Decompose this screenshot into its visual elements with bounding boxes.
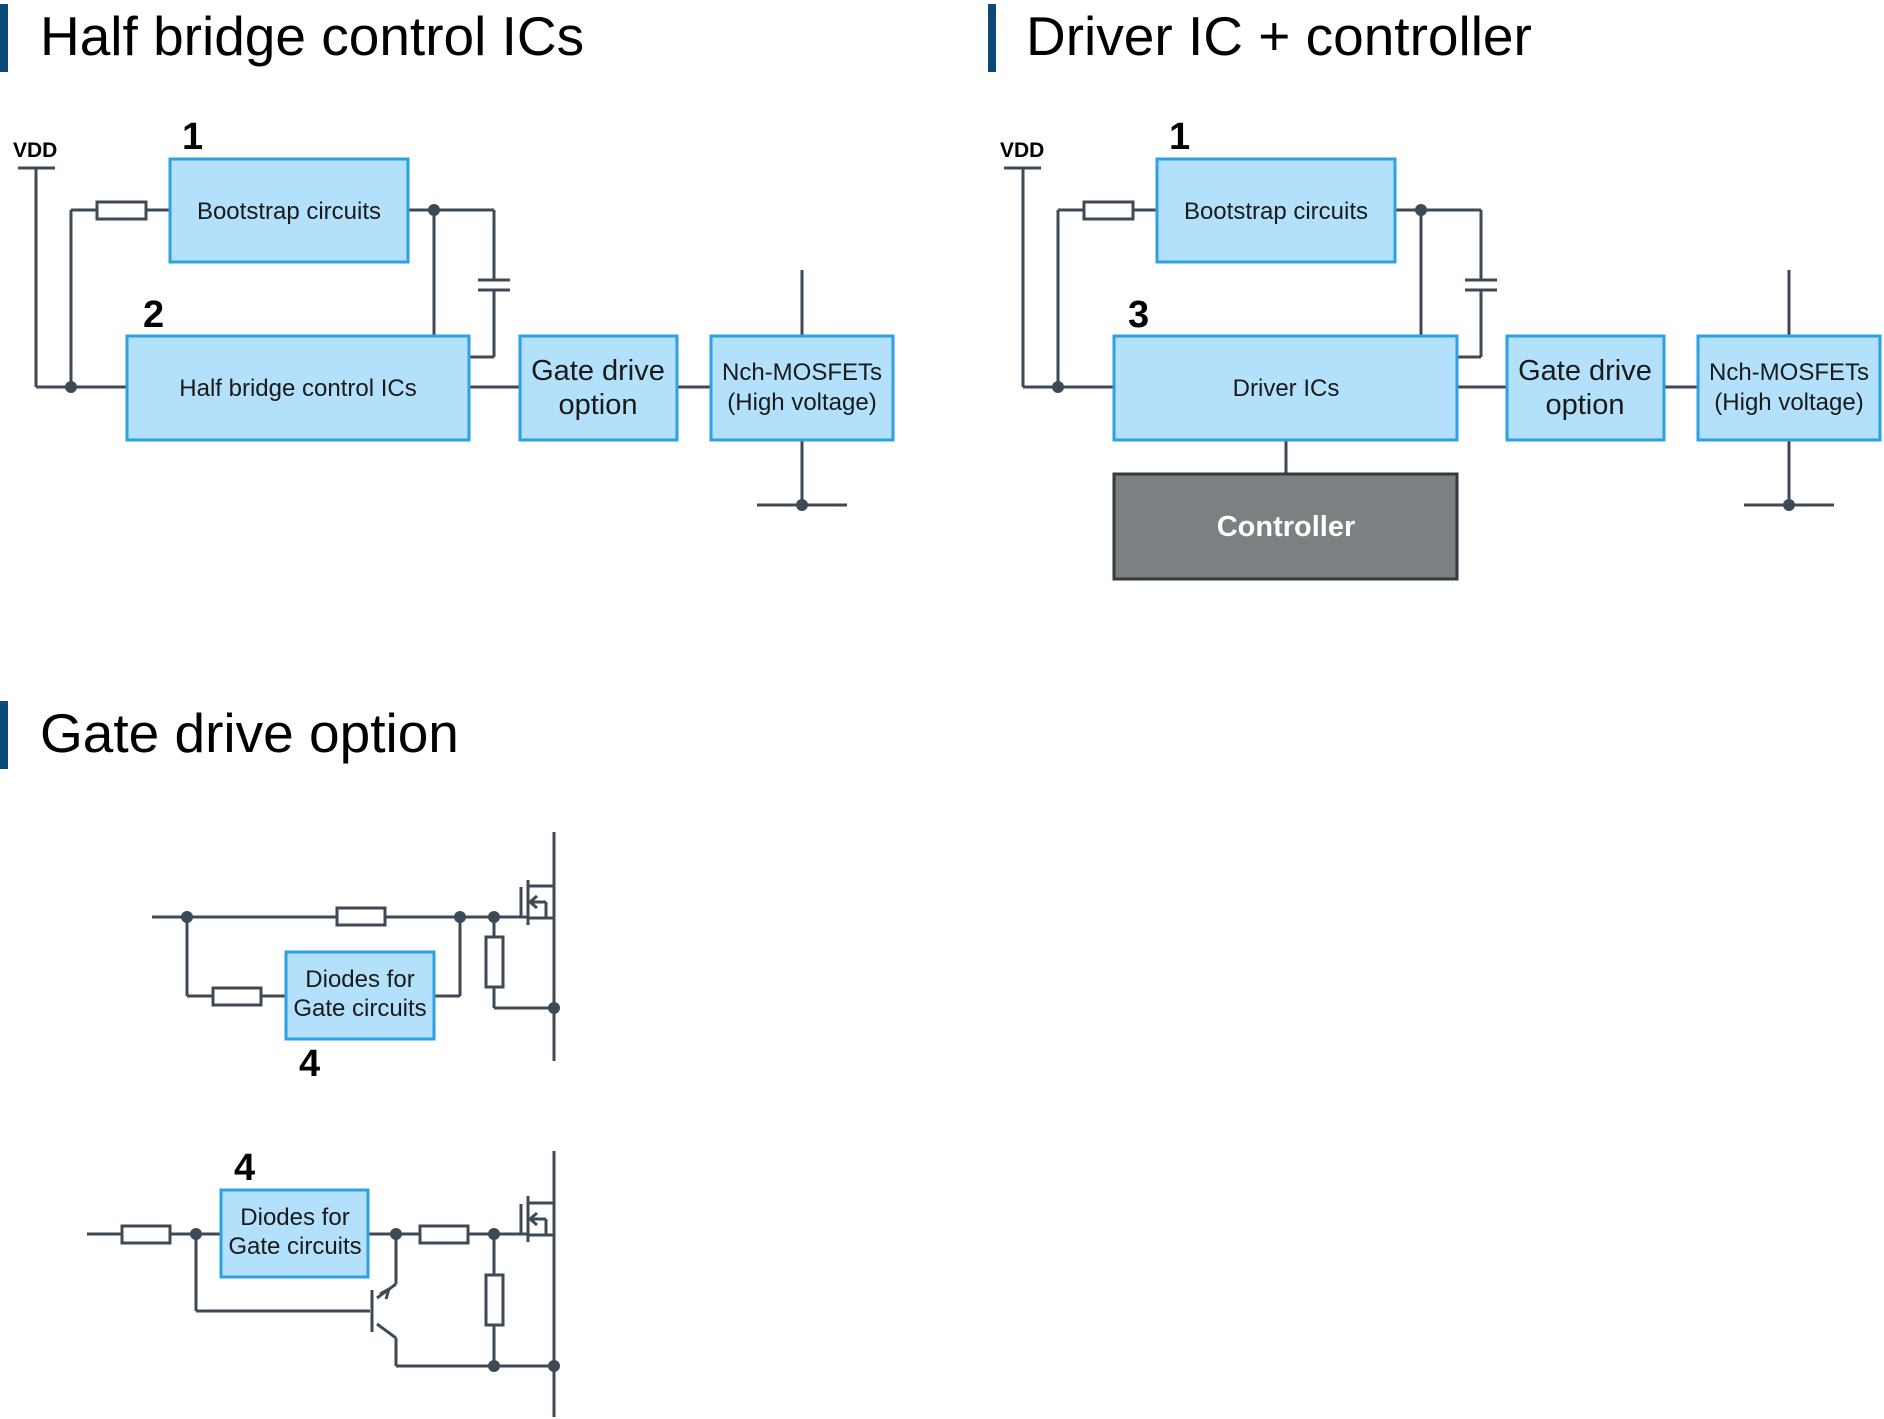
diodes-label-line1: Diodes for <box>305 966 414 993</box>
diodes-label-line2: Gate circuits <box>228 1233 361 1260</box>
mosfet-label-line2: (High voltage) <box>1714 389 1863 416</box>
half-bridge-ic-block: Half bridge control ICs <box>125 334 471 442</box>
bootstrap-block: Bootstrap circuits <box>168 157 410 264</box>
mosfet-label-line2: (High voltage) <box>727 389 876 416</box>
label-1: 1 <box>1169 116 1190 158</box>
junction-dot <box>190 1228 202 1240</box>
junction-dot <box>428 204 440 216</box>
junction-dot <box>1052 381 1064 393</box>
gate-circuit-1: Diodes for Gate circuits 4 <box>152 832 560 1085</box>
wires <box>18 166 847 507</box>
junction-dot <box>390 1228 402 1240</box>
diodes-label-line2: Gate circuits <box>293 995 426 1022</box>
diodes-block: Diodes for Gate circuits <box>219 1188 370 1279</box>
junction-dot <box>488 1228 500 1240</box>
gate-drive-label-line2: option <box>1545 389 1624 421</box>
nch-mosfet-block: Nch-MOSFETs (High voltage) <box>709 334 895 442</box>
diodes-label-line1: Diodes for <box>240 1204 349 1231</box>
junction-dot <box>488 1360 500 1372</box>
junction-dot <box>548 1360 560 1372</box>
half-bridge-ic-label: Half bridge control ICs <box>179 375 416 402</box>
label-1: 1 <box>182 116 203 158</box>
vdd-label: VDD <box>1000 139 1044 162</box>
controller-label: Controller <box>1217 511 1356 543</box>
driver-ic-label: Driver ICs <box>1233 375 1340 402</box>
resistor-icon <box>120 1224 172 1245</box>
label-4: 4 <box>299 1043 320 1085</box>
resistor-icon <box>484 1273 505 1327</box>
junction-dot <box>65 381 77 393</box>
title-bar <box>988 4 996 72</box>
section-half-bridge: Half bridge control ICs VDD <box>0 4 895 511</box>
resistor-icon <box>95 200 148 221</box>
controller-block: Controller <box>1112 472 1459 581</box>
gate-drive-option-block: Gate drive option <box>1505 334 1666 442</box>
capacitor-icon <box>1465 278 1497 292</box>
vdd-label: VDD <box>13 139 57 162</box>
junction-dot <box>454 911 466 923</box>
mosfet-label-line1: Nch-MOSFETs <box>1709 359 1869 386</box>
diodes-block: Diodes for Gate circuits <box>284 950 436 1041</box>
title-bar <box>0 701 8 769</box>
bootstrap-label: Bootstrap circuits <box>197 198 381 225</box>
section-driver-ic: Driver IC + controller VDD <box>988 4 1882 581</box>
gate-drive-label-line1: Gate drive <box>531 355 665 387</box>
section-title: Driver IC + controller <box>1026 5 1532 67</box>
section-title: Half bridge control ICs <box>40 5 584 67</box>
mosfet-icon <box>519 832 556 1008</box>
junction-dot <box>1415 204 1427 216</box>
junction-dot <box>181 911 193 923</box>
resistor-icon <box>484 935 505 989</box>
wires <box>1004 166 1834 507</box>
mosfet-label-line1: Nch-MOSFETs <box>722 359 882 386</box>
junction-dot <box>548 1002 560 1014</box>
resistor-icon <box>418 1224 470 1245</box>
title-bar <box>0 4 8 72</box>
resistor-icon <box>1082 200 1135 221</box>
junction-dot <box>488 911 500 923</box>
label-4: 4 <box>234 1147 255 1189</box>
section-gate-drive-option: Gate drive option <box>0 701 560 1417</box>
gate-drive-label-line2: option <box>558 389 637 421</box>
nch-mosfet-block: Nch-MOSFETs (High voltage) <box>1696 334 1882 442</box>
mosfet-icon <box>519 1151 556 1242</box>
label-2: 2 <box>143 294 164 336</box>
gate-circuit-2: Diodes for Gate circuits 4 <box>87 1147 560 1417</box>
junction-dot <box>796 499 808 511</box>
transistor-icon <box>370 1287 391 1332</box>
resistor-icon <box>211 986 263 1007</box>
label-3: 3 <box>1128 294 1149 336</box>
bootstrap-block: Bootstrap circuits <box>1155 157 1397 264</box>
section-title: Gate drive option <box>40 702 459 764</box>
capacitor-icon <box>478 278 510 292</box>
gate-drive-option-block: Gate drive option <box>518 334 679 442</box>
bootstrap-label: Bootstrap circuits <box>1184 198 1368 225</box>
resistor-icon <box>335 906 387 927</box>
junction-dot <box>1783 499 1795 511</box>
gate-drive-label-line1: Gate drive <box>1518 355 1652 387</box>
driver-ic-block: Driver ICs <box>1112 334 1459 442</box>
